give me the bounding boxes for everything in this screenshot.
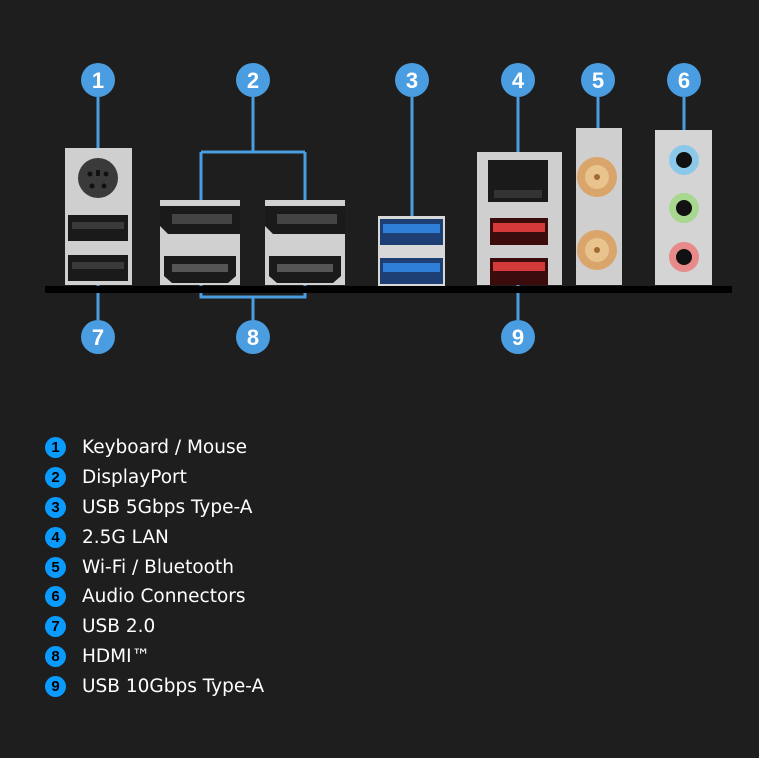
- usb5-stack: [378, 216, 445, 286]
- legend-label: Audio Connectors: [82, 586, 246, 608]
- callout-1: 1: [81, 63, 115, 97]
- callout-3: 3: [395, 63, 429, 97]
- legend-item: 4 2.5G LAN: [45, 522, 264, 552]
- svg-text:4: 4: [512, 68, 525, 93]
- callout-8: 8: [236, 320, 270, 354]
- legend-badge: 5: [45, 556, 66, 578]
- legend-item: 7 USB 2.0: [45, 612, 264, 642]
- legend-item: 8 HDMI™: [45, 642, 264, 672]
- audio-panel: [655, 130, 712, 285]
- lan-usb10-panel: [477, 152, 562, 285]
- legend-label: DisplayPort: [82, 467, 187, 489]
- legend-label: USB 10Gbps Type-A: [82, 675, 265, 697]
- callout-4: 4: [501, 63, 535, 97]
- io-panel-diagram: 1 2 3 4 5 6 7 8 9: [45, 63, 732, 354]
- callout-2: 2: [236, 63, 270, 97]
- ps2-port: [78, 158, 118, 198]
- callout-9: 9: [501, 320, 535, 354]
- svg-text:1: 1: [92, 68, 104, 93]
- legend-badge: 1: [45, 437, 66, 459]
- legend-badge: 9: [45, 675, 66, 697]
- dp-hdmi-stack-1: [160, 200, 240, 285]
- legend-item: 9 USB 10Gbps Type-A: [45, 671, 264, 701]
- legend-label: HDMI™: [82, 645, 151, 667]
- svg-text:6: 6: [678, 68, 690, 93]
- legend-badge: 7: [45, 616, 66, 638]
- legend-badge: 4: [45, 526, 66, 548]
- legend: 1 Keyboard / Mouse 2 DisplayPort 3 USB 5Gbp…: [45, 433, 264, 701]
- dp-hdmi-stack-2: [265, 200, 345, 285]
- legend-item: 1 Keyboard / Mouse: [45, 433, 264, 463]
- callout-7: 7: [81, 320, 115, 354]
- callout-6: 6: [667, 63, 701, 97]
- callout-5: 5: [581, 63, 615, 97]
- legend-label: 2.5G LAN: [82, 526, 169, 548]
- callouts: 1 2 3 4 5 6 7 8 9: [81, 63, 701, 354]
- legend-label: Keyboard / Mouse: [82, 437, 247, 459]
- svg-text:2: 2: [247, 68, 259, 93]
- legend-item: 5 Wi-Fi / Bluetooth: [45, 552, 264, 582]
- wifi-panel: [576, 128, 622, 285]
- svg-text:7: 7: [92, 325, 104, 350]
- legend-item: 6 Audio Connectors: [45, 582, 264, 612]
- legend-label: Wi-Fi / Bluetooth: [82, 556, 234, 578]
- legend-label: USB 5Gbps Type-A: [82, 496, 253, 518]
- legend-badge: 2: [45, 467, 66, 489]
- svg-text:8: 8: [247, 325, 259, 350]
- legend-item: 3 USB 5Gbps Type-A: [45, 493, 264, 523]
- legend-label: USB 2.0: [82, 616, 156, 638]
- svg-text:5: 5: [592, 68, 604, 93]
- svg-text:3: 3: [406, 68, 418, 93]
- baseline-bar: [45, 286, 732, 293]
- ps2-usb2-panel: [65, 148, 132, 285]
- legend-badge: 8: [45, 645, 66, 667]
- svg-text:9: 9: [512, 325, 524, 350]
- legend-item: 2 DisplayPort: [45, 463, 264, 493]
- legend-badge: 6: [45, 586, 66, 608]
- legend-badge: 3: [45, 496, 66, 518]
